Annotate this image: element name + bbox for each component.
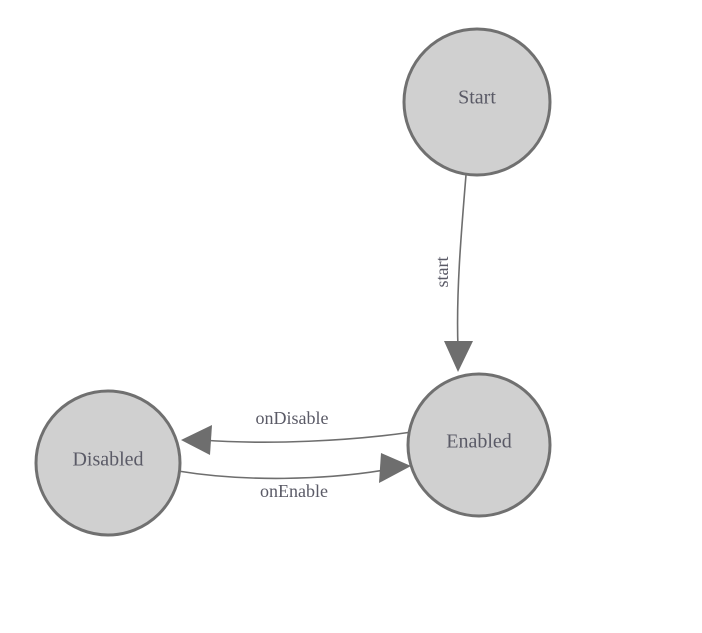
node-start-circle — [402, 27, 552, 177]
node-start[interactable]: Start — [402, 27, 552, 177]
edge-disabled-to-enabled[interactable] — [177, 453, 411, 483]
edge-start-to-enabled-arrowhead — [444, 341, 473, 372]
node-disabled-circle — [34, 389, 182, 537]
node-enabled[interactable]: Enabled — [406, 372, 552, 518]
edge-enabled-to-disabled-line — [201, 431, 413, 443]
edge-enabled-to-disabled-arrowhead — [181, 425, 212, 455]
edge-label-on-enable: onEnable — [260, 481, 328, 501]
edge-label-start: start — [432, 257, 452, 288]
edge-disabled-to-enabled-line — [177, 469, 386, 480]
edge-label-on-disable: onDisable — [256, 408, 329, 428]
edge-start-to-enabled[interactable] — [444, 174, 473, 372]
node-enabled-label: Enabled — [446, 431, 512, 453]
edge-disabled-to-enabled-arrowhead — [379, 453, 411, 483]
node-start-label: Start — [458, 87, 496, 109]
node-enabled-circle — [406, 372, 552, 518]
edge-start-to-enabled-line — [456, 174, 467, 349]
node-disabled[interactable]: Disabled — [34, 389, 182, 537]
node-disabled-label: Disabled — [72, 449, 143, 471]
edge-enabled-to-disabled[interactable] — [181, 425, 413, 455]
